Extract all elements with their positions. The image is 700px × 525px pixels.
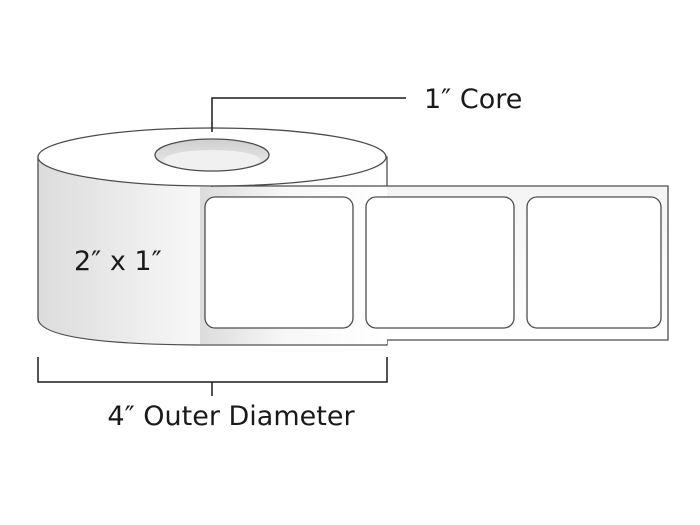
- outer-diameter-bracket: [37, 357, 388, 383]
- label-square: [526, 196, 662, 329]
- label-square: [365, 196, 515, 329]
- core-label: 1″ Core: [424, 84, 522, 115]
- label-square: [204, 196, 354, 329]
- size-label: 2″ x 1″: [74, 246, 162, 277]
- outer-diameter-label: 4″ Outer Diameter: [107, 401, 355, 432]
- core-leader-line: [211, 97, 406, 132]
